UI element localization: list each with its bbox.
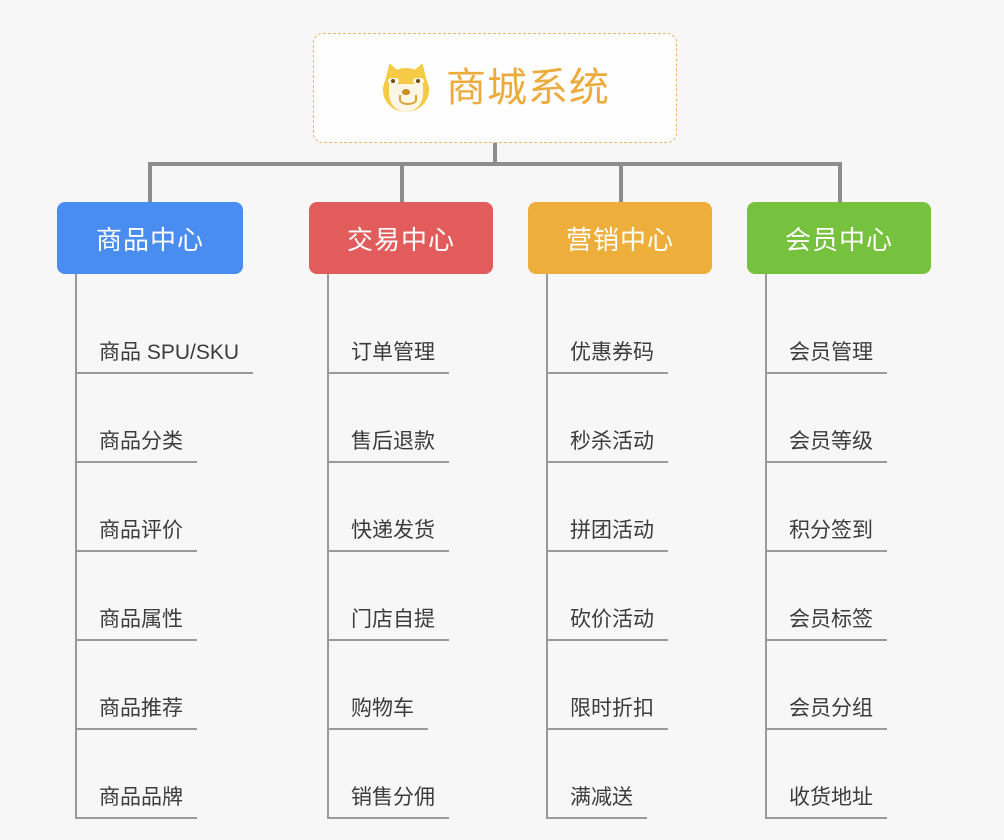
leaf-item[interactable]: 优惠券码 xyxy=(546,285,668,374)
leaf-item[interactable]: 会员管理 xyxy=(765,285,887,374)
leaf-item[interactable]: 拼团活动 xyxy=(546,463,668,552)
category-drop-connector-3 xyxy=(619,162,623,202)
leaf-item[interactable]: 砍价活动 xyxy=(546,552,668,641)
leaf-item-label: 商品评价 xyxy=(75,519,197,552)
category-column-4: 会员中心 xyxy=(747,202,931,274)
leaf-item-label: 会员分组 xyxy=(765,697,887,730)
leaf-item-label: 限时折扣 xyxy=(546,697,668,730)
leaf-item[interactable]: 快递发货 xyxy=(327,463,449,552)
leaf-item[interactable]: 售后退款 xyxy=(327,374,449,463)
leaf-item-label: 会员标签 xyxy=(765,608,887,641)
leaf-item-label: 砍价活动 xyxy=(546,608,668,641)
leaf-item-label: 订单管理 xyxy=(327,341,449,374)
leaf-spine-3 xyxy=(546,274,548,819)
leaf-item-label: 拼团活动 xyxy=(546,519,668,552)
category-box-商品中心[interactable]: 商品中心 xyxy=(57,202,243,274)
leaf-item-label: 商品属性 xyxy=(75,608,197,641)
leaf-item-label: 售后退款 xyxy=(327,430,449,463)
horizontal-bus-connector xyxy=(150,162,840,166)
leaf-item[interactable]: 门店自提 xyxy=(327,552,449,641)
leaf-item[interactable]: 会员分组 xyxy=(765,641,887,730)
leaf-item[interactable]: 满减送 xyxy=(546,730,647,819)
dog-face-icon xyxy=(380,60,432,114)
category-column-3: 营销中心 xyxy=(528,202,712,274)
leaf-item[interactable]: 商品分类 xyxy=(75,374,197,463)
leaf-item-label: 会员等级 xyxy=(765,430,887,463)
leaf-item-label: 商品推荐 xyxy=(75,697,197,730)
leaf-item-label: 销售分佣 xyxy=(327,786,449,819)
category-column-2: 交易中心 xyxy=(309,202,493,274)
leaf-item-label: 商品 SPU/SKU xyxy=(75,341,254,374)
leaf-item[interactable]: 秒杀活动 xyxy=(546,374,668,463)
leaf-item-label: 门店自提 xyxy=(327,608,449,641)
root-connector-stub xyxy=(493,143,497,166)
leaf-item[interactable]: 商品推荐 xyxy=(75,641,197,730)
leaf-item[interactable]: 会员标签 xyxy=(765,552,887,641)
leaf-item[interactable]: 商品 SPU/SKU xyxy=(75,285,254,374)
category-drop-connector-4 xyxy=(838,162,842,202)
category-box-会员中心[interactable]: 会员中心 xyxy=(747,202,931,274)
leaf-spine-1 xyxy=(75,274,77,819)
leaf-item-label: 快递发货 xyxy=(327,519,449,552)
leaf-item[interactable]: 积分签到 xyxy=(765,463,887,552)
leaf-item-label: 购物车 xyxy=(327,697,428,730)
root-node[interactable]: 商城系统 xyxy=(313,33,677,143)
leaf-item-label: 满减送 xyxy=(546,786,647,819)
leaf-item[interactable]: 收货地址 xyxy=(765,730,887,819)
leaf-item[interactable]: 会员等级 xyxy=(765,374,887,463)
leaf-item-label: 积分签到 xyxy=(765,519,887,552)
leaf-item[interactable]: 商品品牌 xyxy=(75,730,197,819)
category-box-交易中心[interactable]: 交易中心 xyxy=(309,202,493,274)
category-drop-connector-1 xyxy=(148,162,152,202)
leaf-item-label: 会员管理 xyxy=(765,341,887,374)
leaf-item-label: 优惠券码 xyxy=(546,341,668,374)
leaf-item[interactable]: 销售分佣 xyxy=(327,730,449,819)
leaf-spine-2 xyxy=(327,274,329,819)
leaf-item-label: 收货地址 xyxy=(765,786,887,819)
category-column-1: 商品中心 xyxy=(57,202,243,274)
category-box-营销中心[interactable]: 营销中心 xyxy=(528,202,712,274)
leaf-item-label: 商品品牌 xyxy=(75,786,197,819)
root-title: 商城系统 xyxy=(446,66,610,110)
leaf-item[interactable]: 商品评价 xyxy=(75,463,197,552)
leaf-item[interactable]: 商品属性 xyxy=(75,552,197,641)
leaf-item[interactable]: 订单管理 xyxy=(327,285,449,374)
leaf-item[interactable]: 限时折扣 xyxy=(546,641,668,730)
leaf-item[interactable]: 购物车 xyxy=(327,641,428,730)
leaf-spine-4 xyxy=(765,274,767,819)
leaf-item-label: 秒杀活动 xyxy=(546,430,668,463)
leaf-item-label: 商品分类 xyxy=(75,430,197,463)
category-drop-connector-2 xyxy=(400,162,404,202)
